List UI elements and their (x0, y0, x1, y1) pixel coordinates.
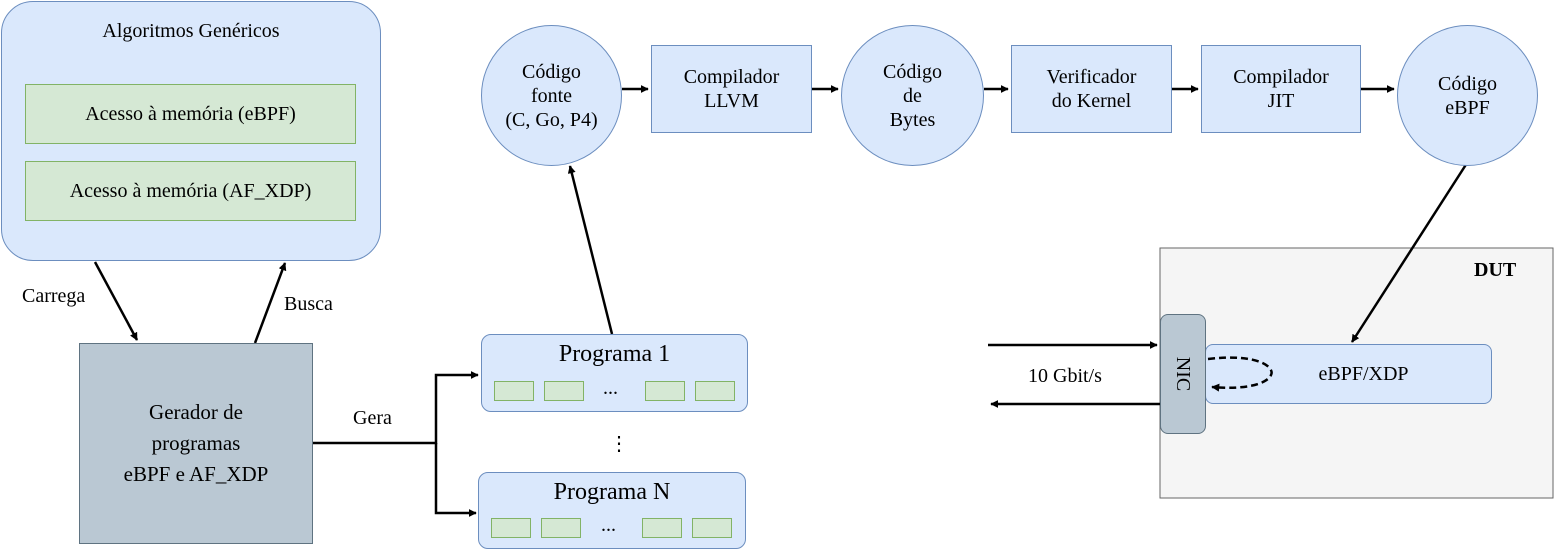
fetches-label: Busca (284, 293, 333, 315)
memory-access-ebpf: Acesso à memória (eBPF) (25, 84, 356, 144)
jit-compiler-node: Compilador JIT (1201, 45, 1361, 133)
program-1-block (645, 381, 685, 401)
generic-algorithms-title: Algoritmos Genéricos (102, 20, 280, 42)
fetches-arrow (253, 262, 287, 344)
memory-access-af-xdp: Acesso à memória (AF_XDP) (25, 161, 356, 221)
program-n-block (541, 518, 581, 538)
ebpf-code-node: Código eBPF (1397, 25, 1538, 166)
program-to-source-arrow (567, 165, 614, 335)
loads-label: Carrega (22, 285, 86, 307)
deploy-arrow (1350, 162, 1469, 343)
program-n-title: Programa N (553, 479, 671, 505)
program-generator: Gerador de programas eBPF e AF_XDP (79, 343, 313, 544)
generates-connector-n (434, 443, 477, 517)
rate-label: 10 Gbit/s (1028, 365, 1102, 387)
kernel-verifier-node: Verificador do Kernel (1011, 45, 1172, 133)
program-1-title: Programa 1 (558, 341, 671, 367)
ebpf-xdp-node: eBPF/XDP (1205, 344, 1492, 404)
generates-label: Gera (353, 407, 392, 429)
program-1-block (695, 381, 735, 401)
source-code-node: Código fonte (C, Go, P4) (481, 25, 622, 166)
bytecode-node: Código de Bytes (841, 25, 984, 166)
xdp-loop-arrow (1207, 356, 1273, 392)
nic-label: NIC (1171, 356, 1194, 392)
program-1-ellipsis: ... (603, 377, 618, 399)
loads-arrow (93, 261, 139, 341)
program-1-block (544, 381, 584, 401)
program-n-block (491, 518, 531, 538)
generates-connector (313, 371, 479, 445)
program-n-block (692, 518, 732, 538)
llvm-compiler-node: Compilador LLVM (651, 45, 812, 133)
program-n-block (642, 518, 682, 538)
programs-vertical-ellipsis: ⋮ (609, 433, 629, 455)
nic-node: NIC (1160, 314, 1206, 434)
program-1-block (494, 381, 534, 401)
ebpf-xdp-label: eBPF/XDP (1318, 363, 1409, 385)
dut-title: DUT (1474, 259, 1517, 281)
program-n-ellipsis: ... (601, 514, 616, 536)
